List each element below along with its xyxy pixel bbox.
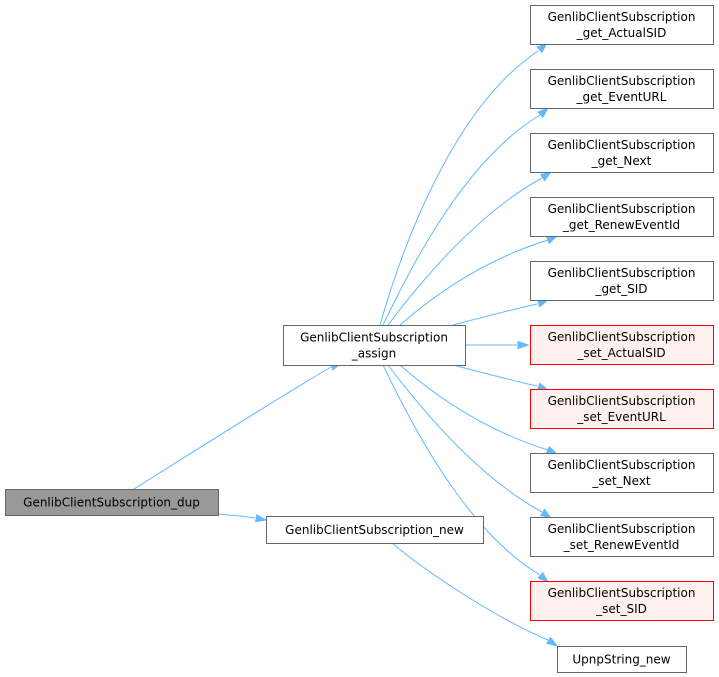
node-box bbox=[557, 646, 687, 673]
arrowhead bbox=[536, 299, 550, 308]
arrowhead bbox=[545, 445, 559, 455]
node-label: GenlibClientSubscription bbox=[548, 202, 696, 216]
node-set_actualsid[interactable]: GenlibClientSubscription _set_ActualSID bbox=[530, 325, 714, 365]
node-label: _get_RenewEventId bbox=[562, 218, 680, 232]
node-label: _set_Next bbox=[591, 474, 651, 488]
edge-line bbox=[382, 364, 541, 576]
node-box bbox=[530, 5, 714, 45]
node-label: GenlibClientSubscription_new bbox=[285, 523, 464, 537]
node-get_reneweventid[interactable]: GenlibClientSubscription _get_RenewEventI… bbox=[530, 197, 714, 237]
edge-line bbox=[387, 364, 543, 513]
node-box bbox=[530, 133, 714, 173]
node-box bbox=[5, 489, 219, 516]
node-label: _get_EventURL bbox=[576, 90, 667, 104]
edge-assign-to-set_sid bbox=[382, 364, 550, 583]
node-dup[interactable]: GenlibClientSubscription_dup bbox=[5, 489, 219, 516]
edge-assign-to-get_next bbox=[387, 171, 553, 326]
node-label: _set_EventURL bbox=[576, 410, 666, 424]
node-set_reneweventid[interactable]: GenlibClientSubscription _set_RenewEventI… bbox=[530, 517, 714, 557]
arrowhead bbox=[537, 107, 550, 119]
node-new[interactable]: GenlibClientSubscription_new bbox=[266, 516, 484, 544]
edge-dup-to-assign bbox=[133, 362, 343, 490]
node-label: UpnpString_new bbox=[572, 653, 670, 667]
node-box bbox=[266, 516, 484, 544]
nodes-layer: GenlibClientSubscription_dupGenlibClient… bbox=[5, 5, 714, 673]
node-label: _get_Next bbox=[591, 154, 652, 168]
edge-line bbox=[382, 114, 541, 326]
node-label: GenlibClientSubscription bbox=[300, 331, 448, 345]
edge-line bbox=[387, 177, 543, 326]
arrowhead bbox=[545, 235, 559, 245]
edge-line bbox=[379, 50, 539, 326]
edge-assign-to-set_actualsid bbox=[464, 340, 530, 350]
edge-line bbox=[133, 366, 332, 490]
node-set_eventurl[interactable]: GenlibClientSubscription _set_EventURL bbox=[530, 389, 714, 429]
node-label: GenlibClientSubscription bbox=[548, 138, 696, 152]
node-get_sid[interactable]: GenlibClientSubscription _get_SID bbox=[530, 261, 714, 301]
edge-line bbox=[399, 239, 549, 326]
arrowhead bbox=[545, 636, 559, 647]
node-box bbox=[530, 389, 714, 429]
edge-dup-to-new bbox=[217, 513, 268, 523]
node-set_sid[interactable]: GenlibClientSubscription _set_SID bbox=[530, 581, 714, 621]
node-box bbox=[530, 325, 714, 365]
node-assign[interactable]: GenlibClientSubscription _assign bbox=[283, 325, 466, 366]
node-box bbox=[530, 69, 714, 109]
node-label: _set_ActualSID bbox=[576, 346, 665, 360]
node-get_actualsid[interactable]: GenlibClientSubscription _get_ActualSID bbox=[530, 5, 714, 45]
node-get_eventurl[interactable]: GenlibClientSubscription _get_EventURL bbox=[530, 69, 714, 109]
arrowhead bbox=[539, 171, 553, 182]
node-label: GenlibClientSubscription bbox=[548, 330, 696, 344]
node-label: _set_SID bbox=[595, 602, 647, 616]
node-label: GenlibClientSubscription bbox=[548, 266, 696, 280]
node-label: GenlibClientSubscription bbox=[548, 586, 696, 600]
node-label: _assign bbox=[351, 347, 396, 361]
node-label: _set_RenewEventId bbox=[563, 538, 680, 552]
node-label: GenlibClientSubscription bbox=[548, 394, 696, 408]
node-upnpstring_new[interactable]: UpnpString_new bbox=[557, 646, 687, 673]
arrowhead bbox=[537, 571, 550, 583]
node-label: GenlibClientSubscription bbox=[548, 458, 696, 472]
edge-line bbox=[217, 513, 256, 519]
edge-assign-to-set_reneweventid bbox=[387, 364, 553, 519]
arrowhead bbox=[254, 513, 268, 523]
node-label: GenlibClientSubscription bbox=[548, 74, 696, 88]
arrowhead bbox=[536, 41, 549, 54]
node-label: GenlibClientSubscription bbox=[548, 10, 696, 24]
node-label: GenlibClientSubscription bbox=[548, 522, 696, 536]
arrowhead bbox=[539, 508, 553, 519]
edge-assign-to-get_reneweventid bbox=[399, 235, 559, 326]
edge-assign-to-get_actualsid bbox=[379, 41, 549, 326]
node-box bbox=[530, 197, 714, 237]
node-box bbox=[283, 325, 466, 366]
node-box bbox=[530, 453, 714, 493]
node-box bbox=[530, 261, 714, 301]
node-label: _get_SID bbox=[594, 282, 647, 296]
edge-new-to-upnpstring_new bbox=[391, 542, 559, 647]
node-set_next[interactable]: GenlibClientSubscription _set_Next bbox=[530, 453, 714, 493]
edge-assign-to-get_eventurl bbox=[382, 107, 550, 326]
edge-line bbox=[391, 542, 549, 641]
arrowhead bbox=[517, 340, 530, 350]
node-get_next[interactable]: GenlibClientSubscription _get_Next bbox=[530, 133, 714, 173]
edge-line bbox=[452, 303, 538, 326]
edge-assign-to-get_sid bbox=[452, 299, 550, 326]
arrowhead bbox=[536, 382, 550, 391]
node-label: _get_ActualSID bbox=[576, 26, 667, 40]
edges-layer bbox=[133, 41, 559, 647]
node-box bbox=[530, 517, 714, 557]
edge-line bbox=[399, 364, 549, 451]
node-label: GenlibClientSubscription_dup bbox=[23, 496, 200, 510]
edge-line bbox=[452, 364, 538, 387]
node-box bbox=[530, 581, 714, 621]
edge-assign-to-set_eventurl bbox=[452, 364, 550, 391]
